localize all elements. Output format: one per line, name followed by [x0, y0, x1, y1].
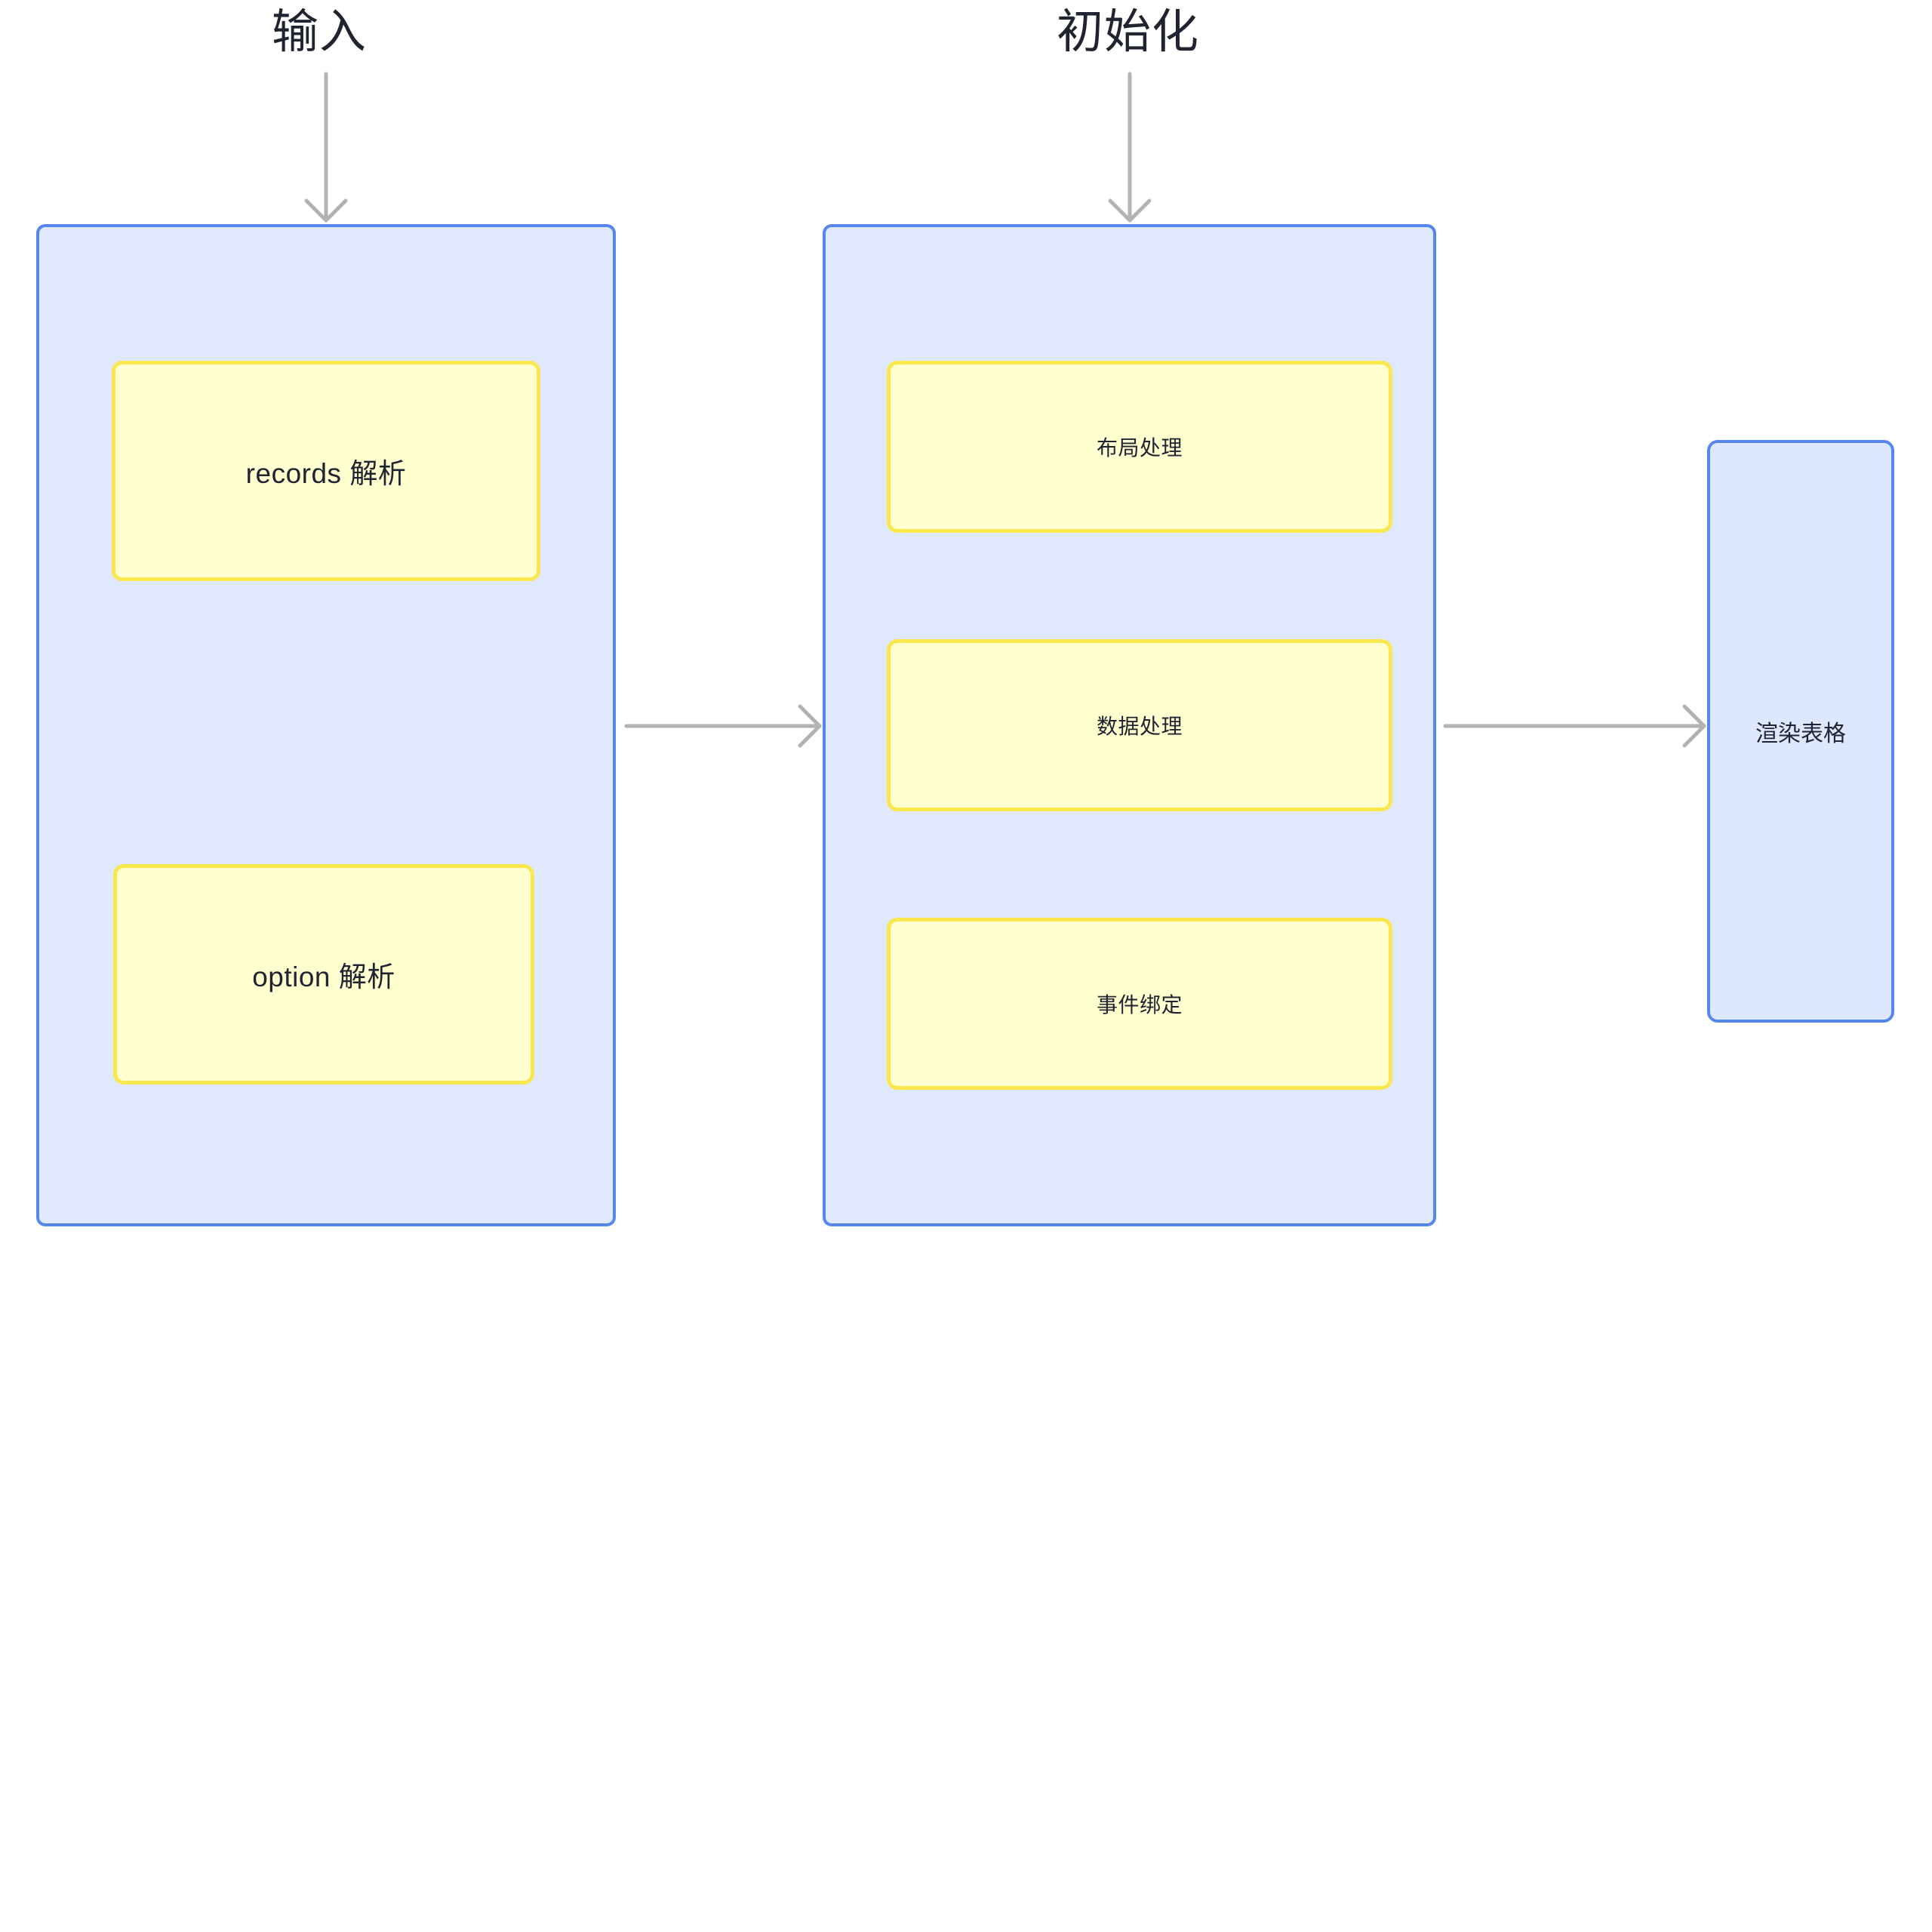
- step-label: records 解析: [245, 458, 407, 489]
- arrow-input-to-init: [624, 704, 822, 748]
- step-label: 事件绑定: [1096, 993, 1183, 1017]
- arrow-to-input-group: [304, 72, 348, 223]
- step-box-event-binding[interactable]: 事件绑定: [887, 918, 1392, 1090]
- group-title-init: 初始化: [1057, 6, 1200, 58]
- arrow-init-to-render: [1443, 704, 1706, 748]
- output-box-render-table[interactable]: 渲染表格: [1707, 440, 1894, 1023]
- step-box-data-processing[interactable]: 数据处理: [887, 639, 1392, 811]
- group-title-input: 输入: [272, 6, 368, 58]
- step-label: 数据处理: [1096, 715, 1183, 738]
- step-label: option 解析: [252, 961, 395, 992]
- step-box-layout-processing[interactable]: 布局处理: [887, 361, 1392, 533]
- step-box-option-parse[interactable]: option 解析: [113, 864, 534, 1084]
- arrow-to-init-group: [1108, 72, 1152, 223]
- step-label: 布局处理: [1096, 436, 1183, 460]
- step-box-records-parse[interactable]: records 解析: [112, 361, 540, 581]
- output-label: 渲染表格: [1755, 721, 1846, 746]
